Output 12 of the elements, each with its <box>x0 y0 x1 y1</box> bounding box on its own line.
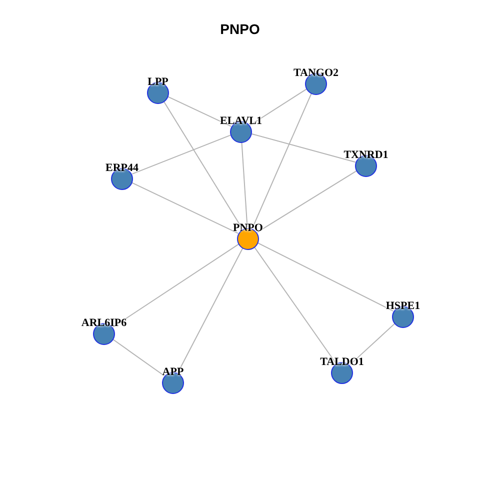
node-label: ELAVL1 <box>220 115 262 127</box>
node-label: ERP44 <box>106 162 138 174</box>
chart-title: PNPO <box>220 21 260 37</box>
node-label: TANGO2 <box>293 67 339 79</box>
edge-line <box>251 133 356 163</box>
node-label: PNPO <box>233 222 263 234</box>
node-label: ARL6IP6 <box>81 317 127 329</box>
edge-line <box>132 134 232 174</box>
edge-line <box>131 182 239 234</box>
node-label: TALDO1 <box>320 356 364 368</box>
node-label: HSPE1 <box>386 300 420 312</box>
node-label: TXNRD1 <box>344 149 388 161</box>
